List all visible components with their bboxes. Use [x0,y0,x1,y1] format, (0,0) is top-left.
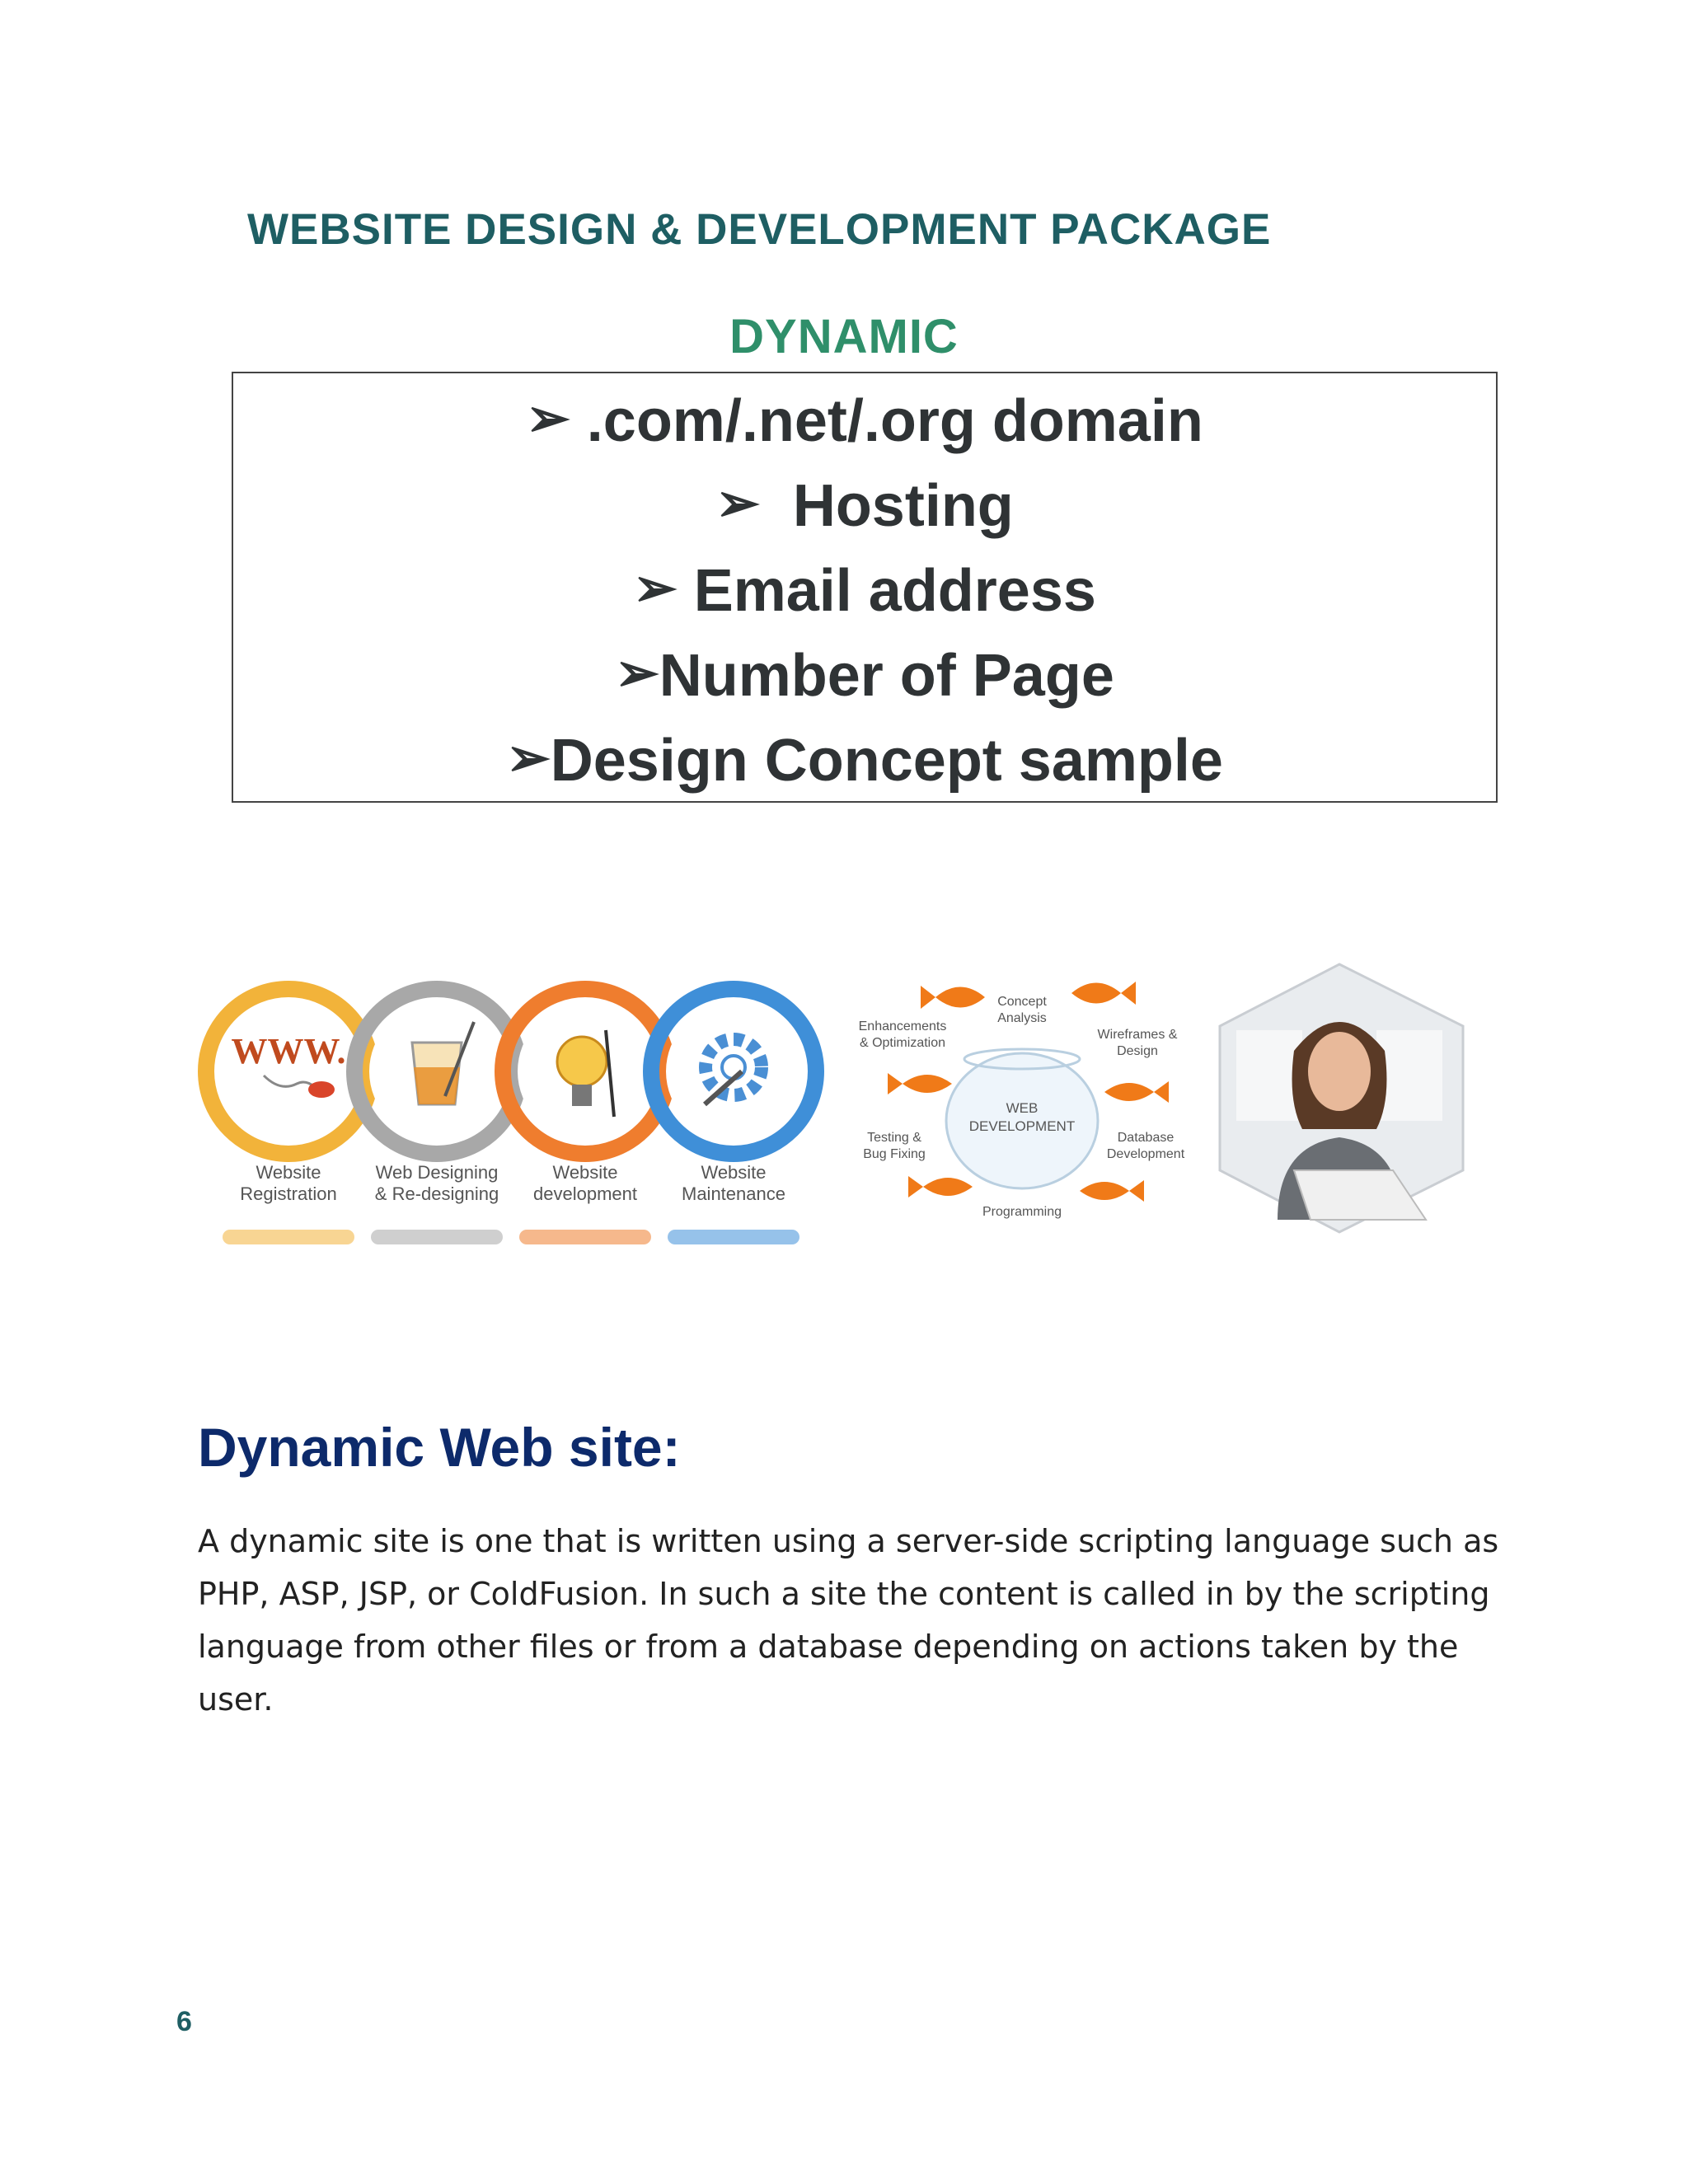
service-label-1: Web Designing [376,1162,499,1183]
service-label-1: Website [256,1162,321,1183]
cycle-center-label-1: WEB [1006,1100,1039,1116]
service-label-2: Maintenance [682,1183,785,1204]
service-label-2: Registration [240,1183,336,1204]
cycle-label: Wireframes & [1098,1028,1178,1042]
cycle-label: Development [1107,1147,1185,1161]
cycle-label: Enhancements [859,1019,947,1033]
feature-item: ➢ .com/.net/.org domain [233,391,1496,451]
feature-item: ➢Design Concept sample [233,731,1496,790]
goldfish-icons [888,982,1169,1202]
feature-label: Design Concept sample [550,728,1223,794]
service-label-1: Website [701,1162,766,1183]
service-designing: Web Designing & Re-designing [346,981,528,1244]
section-heading: Dynamic Web site: [198,1417,681,1478]
cycle-label: & Optimization [860,1036,945,1050]
mouse-cable-icon [262,1074,318,1090]
goldfish-icon [1080,1180,1144,1202]
package-subtitle: DYNAMIC [729,310,959,363]
gear-hub [720,1054,747,1080]
fishbowl-rim [963,1047,1081,1071]
service-label-1: Website [552,1162,617,1183]
cycle-label: Design [1117,1044,1158,1058]
arrow-bullet-icon: ➢ [526,388,570,448]
cycle-label: Programming [982,1205,1062,1219]
fishbowl-icon [945,1052,1100,1190]
goldfish-icon [1071,982,1136,1005]
feature-label: Number of Page [659,643,1114,709]
body-paragraph: A dynamic site is one that is written us… [198,1523,1499,1718]
service-label-2: development [533,1183,637,1204]
cycle-label: Testing & [867,1131,921,1145]
web-services-banner-image: WWW. Website Registration Web Designing … [198,907,1465,1269]
lightbulb-base [572,1085,592,1106]
cycle-label: Concept [997,995,1047,1009]
cycle-label: Analysis [997,1011,1047,1025]
cycle-label: Database [1118,1131,1175,1145]
service-label-2: & Re-designing [375,1183,499,1204]
window-background [1236,1030,1302,1121]
service-circles: WWW. Website Registration Web Designing … [198,981,824,1244]
lightbulb-icon [556,1035,608,1088]
feature-label: Email address [693,558,1096,624]
arrow-bullet-icon: ➢ [615,643,659,702]
ring-inner [221,1004,356,1139]
reflection [668,1230,799,1244]
web-development-cycle: WEB DEVELOPMENT Concept Analysis Wirefra… [845,907,1199,1269]
brush-icon [443,1021,476,1097]
reflection [519,1230,651,1244]
gear-icon [699,1033,768,1102]
feature-item: ➢Number of Page [233,646,1496,705]
arrow-bullet-icon: ➢ [715,473,760,532]
woman-with-laptop-photo [1218,963,1465,1234]
goldfish-icon [888,1073,952,1094]
feature-label: Hosting [792,473,1014,539]
www-icon: WWW. [232,1031,346,1071]
cycle-labels: Concept Analysis Wireframes & Design Dat… [859,995,1185,1219]
feature-item: ➢ Hosting [233,476,1496,536]
reflection [371,1230,503,1244]
glass-liquid [414,1067,460,1104]
laptop-icon [1292,1169,1428,1221]
service-maintenance: Website Maintenance [643,981,824,1244]
page-number: 6 [176,2006,192,2037]
feature-item: ➢ Email address [233,561,1496,621]
document-title: WEBSITE DESIGN & DEVELOPMENT PACKAGE [247,205,1272,254]
features-box: ➢ .com/.net/.org domain ➢ Hosting ➢ Emai… [232,372,1498,803]
feature-label: .com/.net/.org domain [586,388,1203,454]
cycle-label: Bug Fixing [863,1147,926,1161]
service-development: Website development [495,981,676,1244]
window-background [1376,1030,1442,1121]
goldfish-icon [908,1176,973,1197]
pencil-icon [604,1029,616,1118]
goldfish-icon [921,986,985,1009]
reflection [223,1230,354,1244]
cycle-center-label-2: DEVELOPMENT [969,1118,1075,1134]
arrow-bullet-icon: ➢ [506,728,551,787]
service-registration: WWW. Website Registration [198,981,379,1244]
wrench-icon [703,1069,743,1107]
mouse-icon [308,1081,335,1098]
arrow-bullet-icon: ➢ [633,558,678,617]
goldfish-icon [1104,1081,1169,1103]
ring-maintenance [643,981,824,1162]
face-shape [1308,1032,1371,1111]
